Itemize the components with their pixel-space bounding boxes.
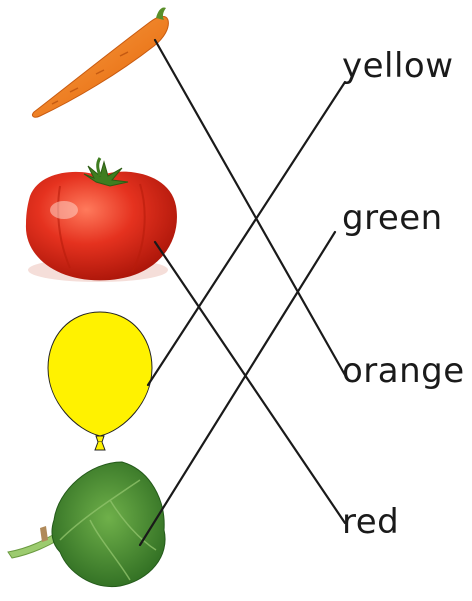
tomato-picture bbox=[26, 158, 177, 282]
line-tomato-red bbox=[155, 242, 345, 523]
word-red: red bbox=[342, 505, 399, 539]
line-carrot-orange bbox=[155, 40, 345, 375]
balloon-picture bbox=[48, 312, 152, 450]
leaf-picture bbox=[8, 462, 165, 587]
word-yellow: yellow bbox=[342, 49, 454, 83]
matching-lines bbox=[140, 40, 345, 545]
word-orange: orange bbox=[342, 354, 465, 388]
carrot-picture bbox=[32, 7, 168, 117]
line-balloon-yellow bbox=[148, 82, 345, 385]
word-green: green bbox=[342, 201, 443, 235]
line-leaf-green bbox=[140, 232, 335, 545]
